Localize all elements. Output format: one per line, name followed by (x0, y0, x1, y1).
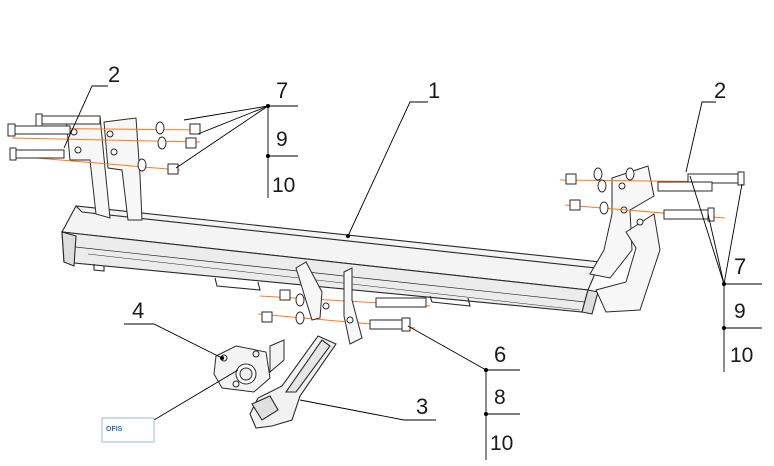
label-part-4: 4 (132, 298, 144, 323)
left-bolts (7, 113, 201, 175)
label-part-10-ball: 10 (490, 432, 513, 455)
label-part-9-left: 9 (276, 128, 288, 151)
label-part-8-ball: 8 (494, 386, 506, 409)
right-bolts (565, 167, 745, 222)
label-part-2-left: 2 (108, 62, 120, 87)
right-bracket-plates (589, 165, 661, 313)
leader-lines (63, 85, 762, 460)
label-part-7-left: 7 (276, 78, 288, 103)
ball-neck (249, 335, 337, 429)
label-part-3: 3 (416, 394, 428, 419)
label-part-7-right: 7 (734, 254, 746, 279)
left-bracket-plates (65, 115, 143, 221)
main-beam (61, 205, 601, 315)
ofis-logo-text: OFIS (106, 426, 123, 433)
label-part-10-right: 10 (730, 344, 753, 367)
label-part-10-left: 10 (272, 174, 295, 197)
label-part-1: 1 (428, 78, 440, 103)
ball-mount-plate (213, 339, 285, 393)
ofis-logo: OFIS (101, 417, 155, 443)
ball-mount-bracket (261, 261, 427, 345)
label-part-9-right: 9 (734, 300, 746, 323)
label-part-2-right: 2 (714, 78, 726, 103)
label-part-6: 6 (494, 342, 506, 367)
